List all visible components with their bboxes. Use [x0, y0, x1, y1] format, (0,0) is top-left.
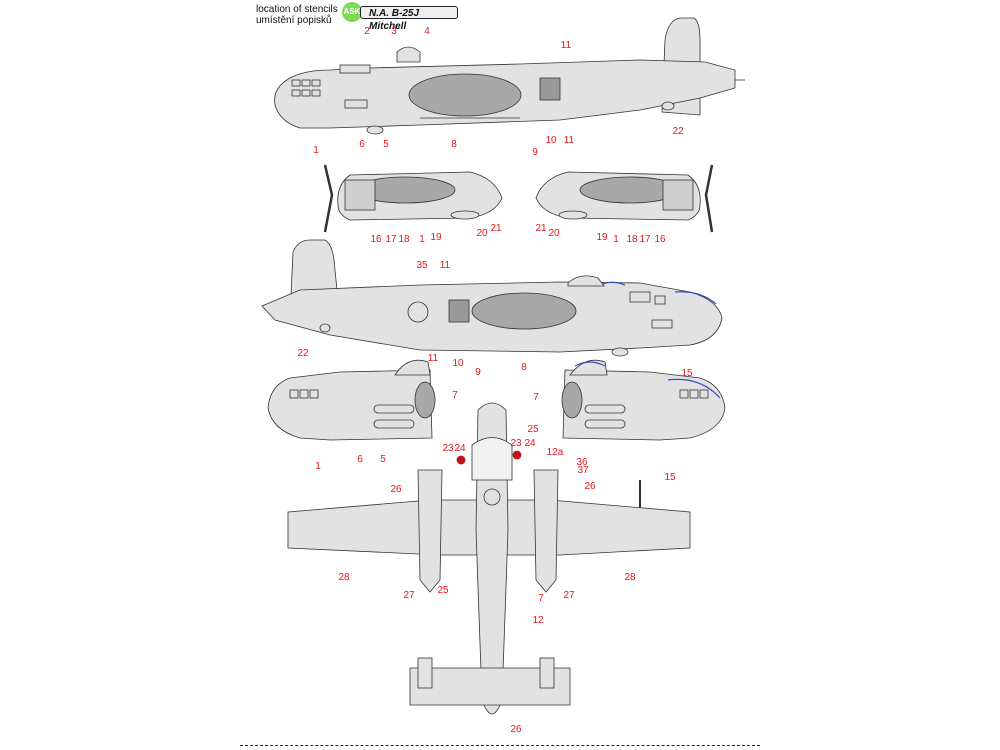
callout-number-engine-right: 17 — [639, 234, 651, 245]
callout-number-nose-sides: 7 — [533, 392, 539, 403]
callout-number-right-fuselage: 10 — [452, 358, 464, 369]
callout-number-plan-view: 24 — [454, 443, 466, 454]
fuselage-left-side-view — [274, 17, 745, 135]
callout-number-plan-view: 12a — [547, 447, 564, 458]
callout-number-plan-view: 26 — [510, 724, 522, 735]
engine-nacelle-left-view — [323, 164, 503, 233]
plan-view-top — [287, 402, 691, 715]
callout-number-plan-view: 12 — [532, 615, 544, 626]
callout-number-engine-left: 16 — [370, 234, 382, 245]
callout-number-top-left-fuselage: 2 — [364, 26, 370, 37]
callout-number-top-left-fuselage: 1 — [313, 145, 319, 156]
callout-number-engine-right: 18 — [626, 234, 638, 245]
callout-number-top-left-fuselage: 4 — [424, 26, 430, 37]
callout-number-plan-view: 26 — [390, 484, 402, 495]
ask-logo: ASK — [342, 2, 362, 22]
callout-number-nose-sides: 5 — [380, 454, 386, 465]
callout-number-nose-sides: 15 — [664, 472, 676, 483]
callout-number-plan-view: 27 — [403, 590, 415, 601]
callout-number-plan-view: 24 — [524, 438, 536, 449]
callout-number-top-left-fuselage: 3 — [391, 26, 397, 37]
fuselage-right-side-view — [261, 239, 723, 357]
nose-section-left-view — [267, 359, 436, 441]
callout-number-right-fuselage: 15 — [681, 368, 693, 379]
callout-number-engine-left: 17 — [385, 234, 397, 245]
callout-number-plan-view: 28 — [624, 572, 636, 583]
callout-number-right-fuselage: 9 — [475, 367, 481, 378]
callout-number-engine-left: 19 — [430, 232, 442, 243]
callout-number-right-fuselage: 35 — [416, 260, 428, 271]
callout-number-top-left-fuselage: 11 — [564, 135, 575, 146]
callout-number-engine-left: 1 — [419, 234, 425, 245]
callout-number-engine-right: 19 — [596, 232, 608, 243]
header-line-english: location of stencils — [256, 4, 338, 15]
callout-number-top-left-fuselage: 11 — [561, 40, 572, 51]
callout-number-nose-sides: 1 — [315, 461, 321, 472]
callout-number-top-left-fuselage: 5 — [383, 139, 389, 150]
callout-number-plan-view: 28 — [338, 572, 350, 583]
callout-number-engine-right: 1 — [613, 234, 619, 245]
callout-number-plan-view: 36 — [576, 457, 588, 468]
callout-number-top-left-fuselage: 6 — [359, 139, 365, 150]
callout-number-top-left-fuselage: 9 — [532, 147, 538, 158]
callout-number-right-fuselage: 11 — [440, 260, 451, 271]
callout-number-right-fuselage: 22 — [297, 348, 309, 359]
page-bottom-dashed-rule — [240, 745, 760, 746]
callout-number-engine-left: 18 — [398, 234, 410, 245]
callout-number-plan-view: 25 — [437, 585, 449, 596]
callout-number-right-fuselage: 8 — [521, 362, 527, 373]
callout-number-top-left-fuselage: 22 — [672, 126, 684, 137]
engine-nacelle-right-view — [535, 164, 714, 233]
callout-number-plan-view: 7 — [538, 593, 544, 604]
nose-section-right-view — [561, 359, 726, 441]
header-line-czech: umístění popisků — [256, 15, 332, 26]
callout-number-engine-right: 21 — [535, 223, 547, 234]
callout-number-nose-sides: 6 — [357, 454, 363, 465]
callout-number-engine-right: 16 — [654, 234, 666, 245]
callout-number-engine-left: 21 — [490, 223, 502, 234]
aircraft-title: N.A. B-25J Mitchell — [360, 6, 458, 32]
callout-number-top-left-fuselage: 10 — [545, 135, 557, 146]
callout-number-plan-view: 23 — [442, 443, 454, 454]
callout-number-plan-view: 27 — [563, 590, 575, 601]
callout-number-nose-sides: 7 — [452, 390, 458, 401]
callout-number-plan-view: 26 — [584, 481, 596, 492]
callout-number-engine-left: 20 — [476, 228, 488, 239]
callout-number-plan-view: 23 — [510, 438, 522, 449]
callout-number-right-fuselage: 11 — [428, 353, 439, 364]
callout-number-engine-right: 20 — [548, 228, 560, 239]
callout-number-top-left-fuselage: 8 — [451, 139, 457, 150]
callout-number-plan-view: 25 — [527, 424, 539, 435]
callout-number-plan-view: 37 — [577, 465, 589, 476]
